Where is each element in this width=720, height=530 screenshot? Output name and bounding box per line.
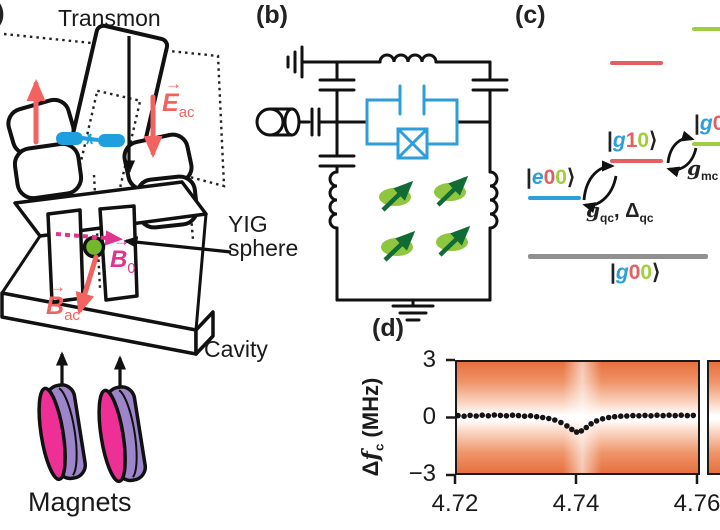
inductor-icon [328,170,339,230]
state-ket-e00: |e00⟩ [526,166,576,189]
level-g20 [610,61,663,65]
magnets-label: Magnets [28,487,132,517]
state-ket-g01: |g01⟩ [694,112,720,135]
port-icon [255,107,339,137]
b0-label: →B0 [110,231,136,277]
capacitor-icon [310,107,321,137]
cavity-body-icon [0,180,215,356]
cavity-dashed-outline-icon [3,32,226,241]
y-tick-0: 0 [422,403,436,430]
x-tick-476: 4.76 [673,490,720,517]
level-g10 [610,159,663,163]
x-tick-472: 4.72 [431,490,479,517]
e-ac-label: →Eac [162,74,195,121]
magnet-icon [37,383,88,482]
b-ac-label: →Bac [46,277,80,324]
spin-icon [379,180,414,212]
coupling-label-qc: gqc, Δqc [586,198,654,225]
left-branch [318,60,356,302]
spin-icon [436,225,471,257]
right-branch [471,60,509,302]
level-g00 [528,254,708,259]
b-ac-arrow [75,254,99,315]
capacitor-icon [471,78,509,92]
y-tick-3: 3 [422,346,436,373]
x-tick-474: 4.74 [552,490,600,517]
spin-icon [381,230,416,262]
level-g01 [692,142,720,146]
magnet-icon [97,385,148,484]
josephson-junction-icon [396,127,429,160]
chip-hidden-edge [70,177,80,291]
level-e00 [528,196,581,200]
transmon-circuit-icon [365,84,459,160]
transmon-pads-icon [56,132,125,147]
yig-pointer-arrow [123,236,232,254]
panel-d-tag: (d) [372,314,404,342]
transmon-label: Transmon [58,5,161,31]
state-ket-g10: |g10⟩ [607,129,658,152]
inductor-icon [378,53,438,64]
b0-dashed-arrow [55,230,123,246]
coupling-label-mc: gmc [687,156,719,183]
panel-b-tag: (b) [256,1,288,29]
clamp-right-icon [122,132,199,230]
inductor-icon [488,170,499,230]
transmon-chip-icon [54,23,170,227]
panel-b-circuit [255,45,509,322]
cavity-shift-heatmap [455,360,700,475]
capacitor-icon [398,84,426,116]
level-g11 [692,27,720,31]
y-axis-label: Δfc (MHz) [358,377,387,477]
chip-hidden-edge [92,174,102,289]
clamp-left-icon [6,97,84,201]
adjacent-heatmap-sliver [707,360,720,475]
capacitor-icon [318,154,356,168]
yig-sphere-icon [82,235,106,259]
spin-icon [434,175,469,207]
ground-icon [286,45,312,79]
capacitor-icon [318,78,356,92]
cavity-label: Cavity [204,336,268,362]
state-ket-g00: |g00⟩ [610,261,661,284]
panel-a-tag: (a) [0,0,5,26]
panel-c-tag: (c) [515,1,546,29]
y-tick-m3: −3 [408,460,436,487]
